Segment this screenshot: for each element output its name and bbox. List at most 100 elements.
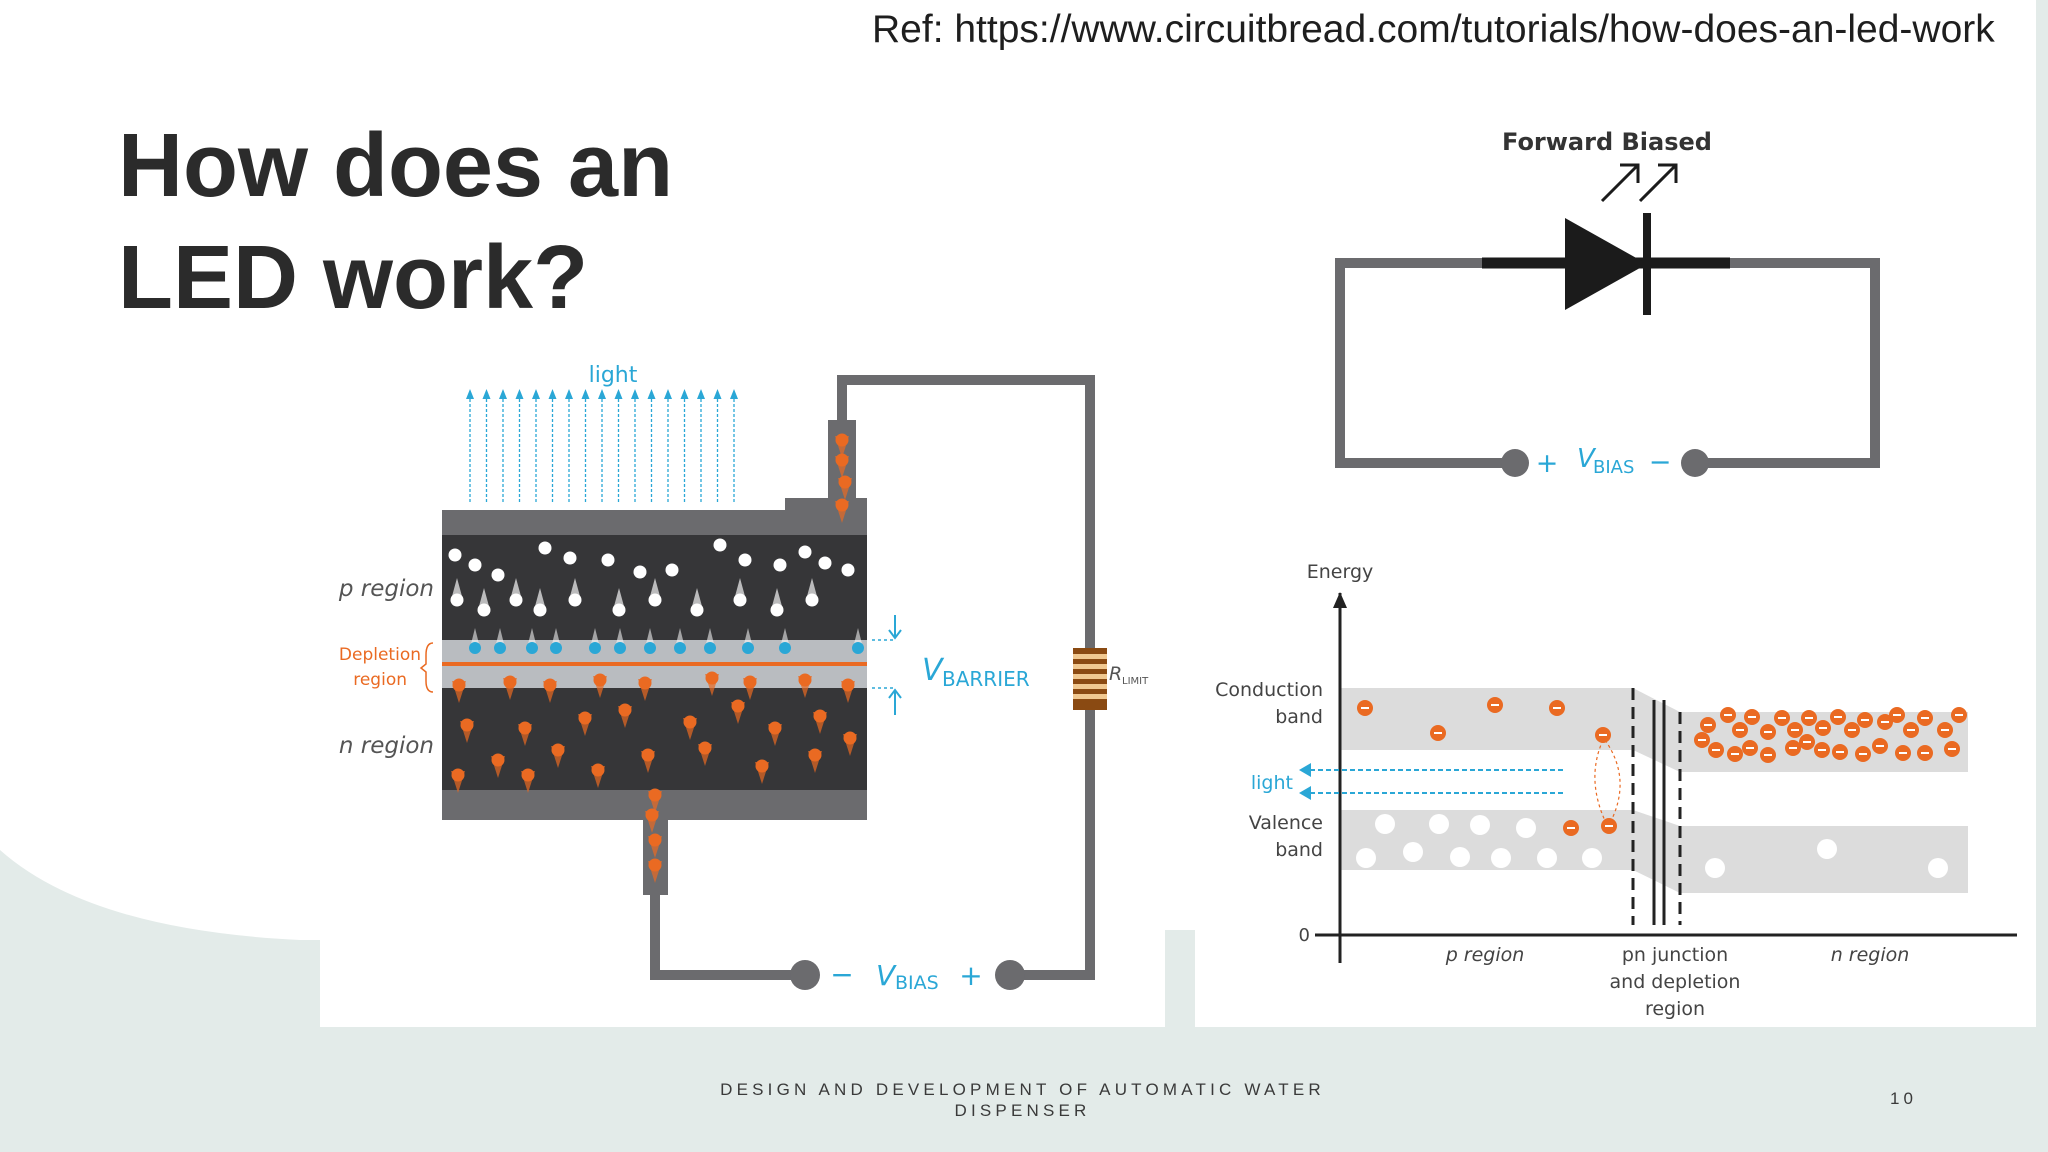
light-ray-head [713,389,722,399]
hole [509,593,523,607]
hole [612,603,626,617]
recombining-hole [469,642,481,654]
light-arrows [466,389,738,502]
depletion-label-1: Depletion [339,645,421,665]
recombining-hole [494,642,506,654]
band-hole [1516,818,1536,838]
footer-line-1: DESIGN AND DEVELOPMENT OF AUTOMATIC WATE… [720,1080,1325,1099]
hole [568,593,582,607]
electron [503,675,517,689]
forward-biased-circuit: Forward Biased + V BIAS − [1335,128,1880,479]
pn-label-3: region [1645,998,1705,1020]
electron [768,721,782,735]
hole [773,558,787,572]
forward-biased-title: Forward Biased [1502,128,1712,156]
band-hole [1375,814,1395,834]
recombining-hole [644,642,656,654]
recombining-hole [852,642,864,654]
electron [593,673,607,687]
hole [805,593,819,607]
zero-label: 0 [1299,925,1310,946]
vbias-subscript: BIAS [895,972,939,994]
hole [738,553,752,567]
electron [835,498,849,512]
electron [731,699,745,713]
light-ray-head [466,389,474,399]
recombination-paths [1594,739,1621,826]
light-emission-icon [1600,163,1678,203]
light-ray-head [532,389,540,399]
electron [460,718,474,732]
band-hole [1705,858,1725,878]
band-hole [1582,848,1602,868]
light-ray-head [565,389,573,399]
hole [563,551,577,565]
circuit-wire-right [1620,258,1880,468]
light-ray-head [680,389,689,399]
hole [733,593,747,607]
electron [648,858,662,872]
emitted-light-arrows [1303,769,1563,794]
fb-vbias-v: V [1577,444,1597,474]
bias-plus: + [959,959,982,992]
rlimit-r: R [1109,663,1122,685]
electron [743,675,757,689]
fb-minus: − [1649,447,1672,478]
band-hole [1429,814,1449,834]
hole [841,563,855,577]
holes [448,538,864,654]
light-ray-head [515,389,524,399]
depletion-brace [419,642,434,693]
electron [551,743,565,757]
electron [618,703,632,717]
vbias-v: V [876,959,897,992]
light-ray-head [548,389,557,399]
hole [477,603,491,617]
led-cross-section-diagram: light p region Depletion region n region… [338,363,1149,994]
light-ray-head [730,389,738,399]
panel-gap [1165,930,1195,1027]
recombining-hole [779,642,791,654]
footer-band [0,1027,2048,1152]
wire-right [1010,708,1095,980]
hole [770,603,784,617]
light-ray-head [664,389,672,399]
electron [645,808,659,822]
hole [468,558,482,572]
n-region-label: n region [339,733,434,759]
recombining-hole [704,642,716,654]
p-region-label: p region [338,576,434,602]
recombining-hole [589,642,601,654]
electron [638,676,652,690]
hole [533,603,547,617]
band-hole [1491,848,1511,868]
electron [578,711,592,725]
energy-band-diagram: Energy Conduction band light Valence ban… [1215,561,2017,1020]
p-region-label: p region [1445,944,1525,966]
electron [491,753,505,767]
electrons [451,433,857,883]
conduction-label-1: Conduction [1215,679,1323,701]
wire-bottom [650,890,805,980]
electron [835,433,849,447]
diode-symbol-icon [1565,213,1651,315]
electron [843,731,857,745]
electron [543,678,557,692]
light-ray-head [631,389,639,399]
electron [838,475,852,489]
hole [450,593,464,607]
electron [683,715,697,729]
electron [835,453,849,467]
light-ray-head [598,389,606,399]
light-ray-head [499,389,507,399]
band-hole [1470,815,1490,835]
light-ray-head [614,389,623,399]
band-hole [1817,839,1837,859]
valence-label-1: Valence [1249,812,1323,834]
electron [452,678,466,692]
electron [813,709,827,723]
reference-link[interactable]: Ref: https://www.circuitbread.com/tutori… [872,8,1995,51]
vbarrier-subscript: BARRIER [942,667,1030,691]
hole [633,565,647,579]
band-holes [1356,814,1948,878]
